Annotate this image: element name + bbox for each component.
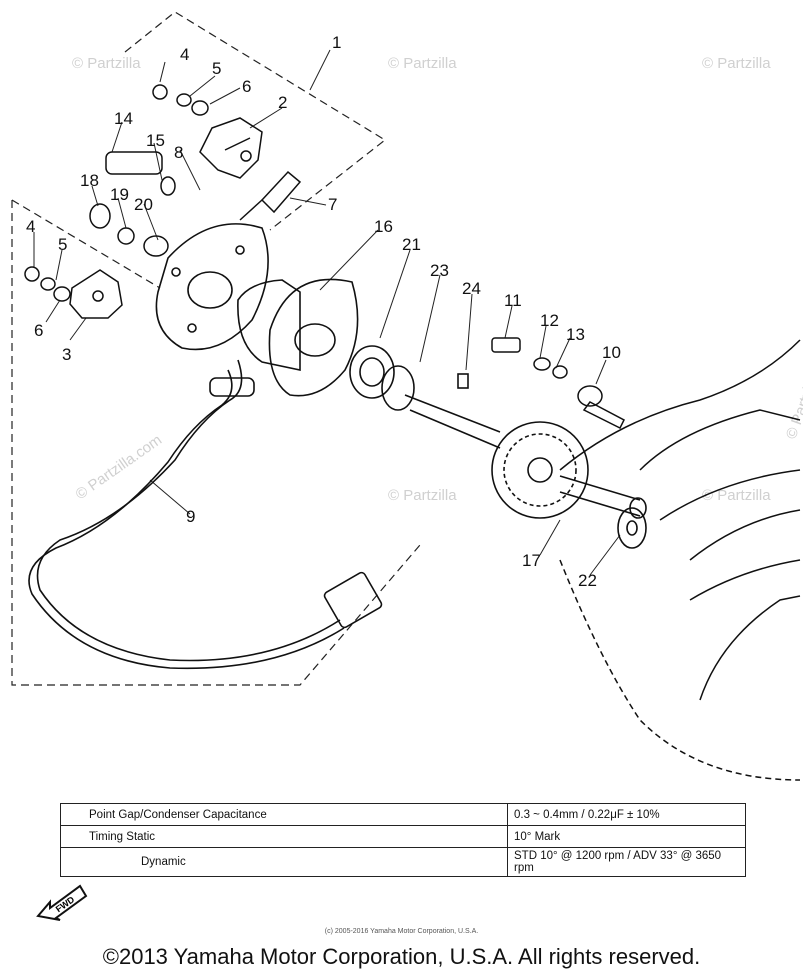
watermark: © Partzilla	[702, 487, 771, 504]
breaker-point-assemblies	[69, 117, 263, 319]
callout-22: 22	[578, 571, 597, 590]
callout-1: 1	[332, 33, 341, 52]
parts-diagram: © Partzilla © Partzilla © Partzilla © Pa…	[11, 11, 803, 781]
leader-lines	[33, 49, 621, 576]
callout-21: 21	[402, 235, 421, 254]
callout-17: 17	[522, 551, 541, 570]
watermarks: © Partzilla © Partzilla © Partzilla © Pa…	[72, 55, 803, 504]
fasteners	[24, 84, 209, 302]
spec-value: 0.3 ~ 0.4mm / 0.22μF ± 10%	[507, 803, 746, 826]
callout-16: 16	[374, 217, 393, 236]
callout-11: 11	[504, 291, 522, 310]
callout-19: 19	[110, 185, 129, 204]
callout-12: 12	[540, 311, 559, 330]
watermark-diag: © Partzilla.com	[73, 431, 166, 503]
condenser	[239, 170, 302, 221]
callout-3: 3	[62, 345, 71, 364]
gear-shaft	[404, 394, 647, 519]
lead-wire	[28, 359, 383, 670]
callout-8: 8	[174, 143, 183, 162]
callout-9: 9	[186, 507, 195, 526]
callout-13: 13	[566, 325, 585, 344]
callout-15: 15	[146, 131, 165, 150]
callout-5-lower: 5	[58, 235, 67, 254]
crankcase	[559, 339, 801, 781]
forward-arrow-icon: FWD	[36, 884, 88, 921]
watermark: © Partzilla	[72, 55, 141, 72]
seal-washer-pin	[349, 345, 469, 411]
spec-label: Point Gap/Condenser Capacitance	[60, 803, 508, 826]
spec-table: Point Gap/Condenser Capacitance 0.3 ~ 0.…	[60, 803, 746, 877]
watermark: © Partzilla	[388, 55, 457, 72]
washer-22	[617, 507, 647, 549]
watermark-diag: © Partzilla.com	[783, 341, 803, 442]
spec-row: Timing Static 10° Mark	[60, 825, 746, 848]
assembly-outline	[11, 11, 421, 686]
callout-23: 23	[430, 261, 449, 280]
housing	[237, 278, 359, 397]
watermark: © Partzilla	[388, 487, 457, 504]
base-plate	[155, 223, 269, 351]
callout-6: 6	[242, 77, 251, 96]
copyright-small: (c) 2005-2016 Yamaha Motor Corporation, …	[324, 928, 479, 935]
watermark: © Partzilla	[702, 55, 771, 72]
callout-20: 20	[134, 195, 153, 214]
spec-row: Dynamic STD 10° @ 1200 rpm / ADV 33° @ 3…	[60, 847, 746, 877]
callout-4: 4	[180, 45, 189, 64]
spec-value: 10° Mark	[507, 825, 746, 848]
callout-4-lower: 4	[26, 217, 35, 236]
callout-24: 24	[462, 279, 481, 298]
callout-7: 7	[328, 195, 337, 214]
spec-value: STD 10° @ 1200 rpm / ADV 33° @ 3650 rpm	[507, 847, 746, 877]
spec-label: Timing Static	[60, 825, 508, 848]
callout-2: 2	[278, 93, 287, 112]
callout-labels: 1 2 3 4 5 6 7 8 9 10 11 12 13 14 15 16 1…	[26, 33, 621, 590]
small-hardware	[491, 337, 625, 430]
callout-14: 14	[114, 109, 133, 128]
spec-row: Point Gap/Condenser Capacitance 0.3 ~ 0.…	[60, 803, 746, 826]
callout-5: 5	[212, 59, 221, 78]
spec-label: Dynamic	[60, 847, 508, 877]
callout-10: 10	[602, 343, 621, 362]
copyright: ©2013 Yamaha Motor Corporation, U.S.A. A…	[102, 944, 701, 969]
callout-18: 18	[80, 171, 99, 190]
callout-6-lower: 6	[34, 321, 43, 340]
